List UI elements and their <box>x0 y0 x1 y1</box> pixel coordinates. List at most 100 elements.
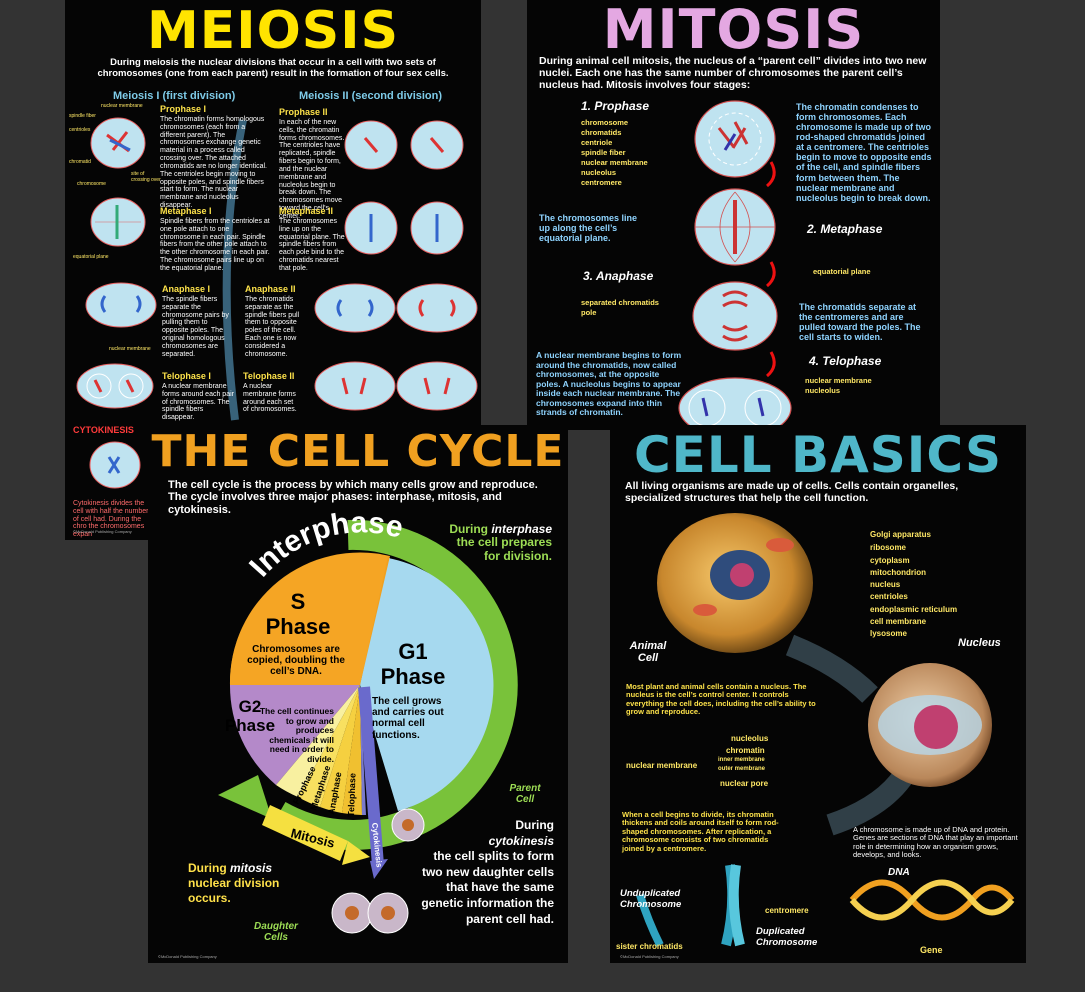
nucleus-illustration <box>868 663 992 787</box>
cytokinesis-note-c: the cell splits to form two new daughter… <box>421 849 554 926</box>
wedge-telophase: Telophase <box>346 773 358 817</box>
mitosis-metaphase-text: The chromosomes line up along the cell’s… <box>539 213 638 244</box>
duplicated-label: Duplicated Chromosome <box>756 926 818 948</box>
organelle-cytoplasm: cytoplasm <box>870 556 910 565</box>
mitosis-label-centriole: centriole <box>581 138 613 147</box>
interphase-note-a: During <box>449 522 492 536</box>
cell-basics-copyright: ©McDonald Publishing Company <box>620 954 679 959</box>
interphase-note-c: the cell prepares <box>456 535 552 550</box>
daughter-cells-label: Daughter Cells <box>254 921 298 944</box>
nucleus-title: Nucleus <box>958 637 1001 649</box>
meiosis-telophase2-text: A nuclear membrane forms around each set… <box>243 383 297 414</box>
g2-phase-word: Phase <box>224 716 276 736</box>
cytokinesis-note: During cytokinesis the cell splits to fo… <box>418 818 554 927</box>
mitosis-metaphase-heading: 2. Metaphase <box>807 222 883 236</box>
sister-chromatids-label: sister chromatids <box>616 942 683 951</box>
interphase-note-d: for division. <box>483 548 552 563</box>
mitosis-cell-anaphase <box>692 281 778 351</box>
interphase-note-b: interphase <box>491 522 552 536</box>
meiosis-cell-diagrams <box>76 117 478 489</box>
meiosis-cells-metaphase2 <box>344 201 464 255</box>
meiosis-metaphase2-text: The chromosomes line up on the equatoria… <box>279 218 345 272</box>
meiosis-prophase2-heading: Prophase II <box>279 107 328 117</box>
g1-phase-letter: G1 <box>398 639 428 664</box>
parent-cell <box>391 808 425 842</box>
gene-label: Gene <box>920 945 943 955</box>
mitosis-cell-telophase <box>678 377 792 430</box>
meiosis-label-chromosome: chromosome <box>77 181 106 187</box>
meiosis-cell-anaphase1 <box>85 282 157 328</box>
chromosome-illustration <box>636 864 745 947</box>
cell-basics-intro: All living organisms are made up of cell… <box>625 480 959 504</box>
mitosis-prophase-heading: 1. Prophase <box>581 99 650 113</box>
meiosis-metaphase1-text: Spindle fibers from the centrioles at on… <box>160 218 270 272</box>
organelle-ribosome: ribosome <box>870 543 907 552</box>
mitosis-label-telophase-nuclear-membrane: nuclear membrane <box>805 376 872 385</box>
meiosis-label-centrioles: centrioles <box>69 127 91 133</box>
mitosis-label-pole: pole <box>581 308 597 317</box>
mitosis-label-equatorial-plane: equatorial plane <box>813 267 871 276</box>
cell-cycle-poster: THE CELL CYCLE The cell cycle is the pro… <box>148 425 568 963</box>
g2-phase-letter: G2 <box>238 697 262 716</box>
mitosis-note-b: mitosis <box>230 861 273 875</box>
organelle-cell-membrane: cell membrane <box>870 617 927 626</box>
meiosis-label-equatorial-plane: equatorial plane <box>73 254 109 260</box>
centromere-label: centromere <box>765 906 809 915</box>
organelle-er: endoplasmic reticulum <box>870 605 958 614</box>
mitosis-label-chromosome: chromosome <box>581 118 629 127</box>
mitosis-label-telophase-nucleolus: nucleolus <box>805 386 841 395</box>
cell-cycle-copyright: ©McDonald Publishing Company <box>158 954 217 959</box>
mitosis-cell-diagrams <box>678 100 792 430</box>
mitosis-poster: MITOSIS During animal cell mitosis, the … <box>527 0 940 430</box>
mitosis-note: During mitosis nuclear division occurs. <box>188 861 298 906</box>
nucleus-label-outer-membrane: outer membrane <box>718 766 766 772</box>
mitosis-anaphase-heading: 3. Anaphase <box>583 269 654 283</box>
s-phase-letter: S <box>290 589 306 614</box>
meiosis-telophase2-heading: Telophase II <box>243 371 295 381</box>
cell-cycle-wheel: Interphase Prophase Metaphase Anaphase T… <box>218 506 518 934</box>
mitosis-note-c: nuclear division occurs. <box>188 876 280 905</box>
s-phase-word: Phase <box>265 613 331 639</box>
animal-cell-label: Animal Cell <box>629 640 667 665</box>
meiosis-label-spindle-fiber: spindle fiber <box>69 113 96 119</box>
meiosis-cells-telophase2 <box>314 361 478 411</box>
g1-phase-word: Phase <box>380 663 446 689</box>
meiosis-division-2: Meiosis II (second division) <box>299 90 443 102</box>
unduplicated-label: Unduplicated Chromosome <box>620 888 682 910</box>
organelle-golgi: Golgi apparatus <box>870 530 931 539</box>
meiosis-anaphase2-text: The chromatids separate as the spindle f… <box>245 296 300 358</box>
meiosis-division-1: Meiosis I (first division) <box>113 90 236 102</box>
cell-basics-title: CELL BASICS <box>633 426 1003 484</box>
meiosis-cell-telophase1 <box>76 363 154 409</box>
g1-phase-text: The cell grows and carries out normal ce… <box>372 696 444 741</box>
meiosis-telophase1-text: A nuclear membrane forms around each pai… <box>162 383 234 422</box>
meiosis-cell-prophase1 <box>90 117 146 169</box>
meiosis-metaphase2-heading: Metaphase II <box>279 206 334 216</box>
mitosis-anaphase-text: The chromatids separate at the centromer… <box>799 302 921 343</box>
meiosis-label-nuclear-membrane: nuclear membrane <box>101 103 143 109</box>
nucleus-label-nuclear-membrane: nuclear membrane <box>626 761 698 770</box>
dna-label: DNA <box>888 867 910 878</box>
mitosis-note-a: During <box>188 861 230 875</box>
nucleus-text: Most plant and animal cells contain a nu… <box>626 682 816 717</box>
nucleus-label-nucleolus: nucleolus <box>731 734 769 743</box>
meiosis-prophase1-text: The chromatin forms homologous chromosom… <box>160 116 268 210</box>
cytokinesis-note-a: During <box>515 818 554 832</box>
meiosis-telophase1-heading: Telophase I <box>162 371 211 381</box>
meiosis-label-nuclear-membrane-2: nuclear membrane <box>109 346 151 352</box>
s-phase-text: Chromosomes are copied, doubling the cel… <box>247 644 345 678</box>
dna-illustration <box>849 879 1015 921</box>
mitosis-cell-metaphase <box>694 188 776 266</box>
cell-basics-diagrams <box>636 513 1015 947</box>
g2-phase-title: G2 Phase <box>222 697 278 735</box>
nucleus-label-nuclear-pore: nuclear pore <box>720 779 769 788</box>
meiosis-anaphase2-heading: Anaphase II <box>245 284 296 294</box>
mitosis-prophase-text: The chromatin condenses to form chromoso… <box>796 102 932 203</box>
meiosis-cells-prophase2 <box>344 120 464 170</box>
mitosis-telophase-heading: 4. Telophase <box>809 354 882 368</box>
meiosis-cell-cytokinesis <box>89 441 141 489</box>
meiosis-anaphase1-text: The spindle fibers separate the chromoso… <box>162 296 229 358</box>
meiosis-cytokinesis-text: Cytokinesis divides the cell with half t… <box>73 500 149 539</box>
mitosis-cell-prophase <box>694 100 776 178</box>
meiosis-label-chromatid: chromatid <box>69 159 91 165</box>
